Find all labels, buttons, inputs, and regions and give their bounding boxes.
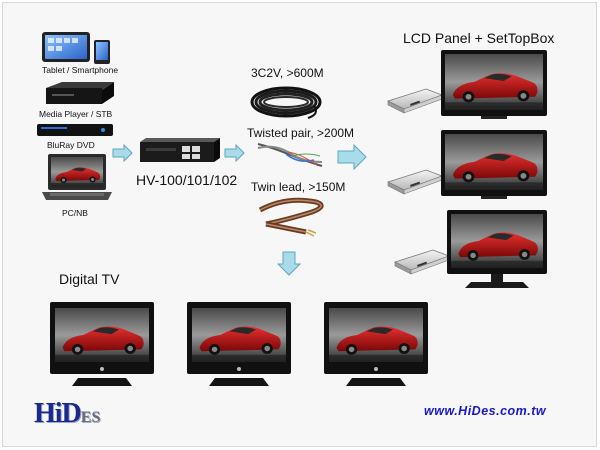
coax-label: 3C2V, >600M (251, 66, 324, 80)
lcd-monitor-1 (441, 50, 547, 119)
lcd-monitor-2 (441, 130, 547, 199)
device-label: HV-100/101/102 (136, 172, 238, 188)
digital-tv-2 (187, 302, 291, 386)
tablet-icon (42, 32, 110, 64)
hv-device-icon (140, 138, 220, 162)
arrow-to-cables (224, 143, 245, 163)
set-top-box-icon (387, 169, 443, 195)
twisted-pair-icon (257, 143, 323, 167)
bluray-label: BluRay DVD (47, 140, 95, 150)
twisted-label: Twisted pair, >200M (247, 126, 355, 140)
twin-label: Twin lead, >150M (251, 180, 346, 194)
digital-tv-1 (50, 302, 154, 386)
tablet-label: Tablet / Smartphone (42, 65, 119, 75)
laptop-icon (42, 154, 112, 200)
digital-tv-title: Digital TV (59, 271, 120, 287)
lcd-monitor-3 (447, 210, 547, 288)
website-url[interactable]: www.HiDes.com.tw (424, 404, 547, 418)
arrow-to-device (112, 143, 133, 163)
arrow-to-lcd (337, 143, 367, 171)
set-top-box-icon (394, 249, 450, 275)
lcd-title: LCD Panel + SetTopBox (403, 30, 555, 46)
media-player-label: Media Player / STB (39, 109, 113, 119)
coax-cable-icon (250, 86, 322, 119)
arrow-to-digital-tv (276, 251, 302, 276)
digital-tv-3 (324, 302, 428, 386)
media-player-icon (46, 82, 114, 104)
hides-logo: HiDES (34, 398, 101, 429)
set-top-box-icon (387, 88, 443, 114)
twin-lead-icon (258, 197, 324, 237)
pc-label: PC/NB (62, 208, 88, 218)
bluray-icon (37, 124, 113, 136)
